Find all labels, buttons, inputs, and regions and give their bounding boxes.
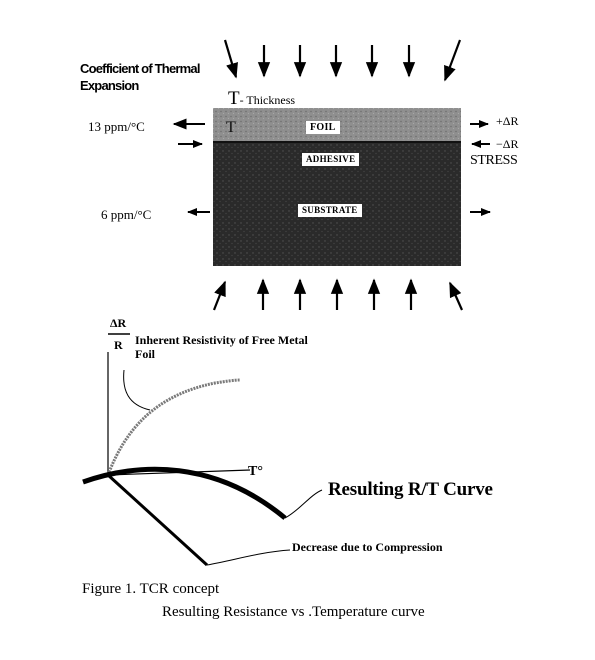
inherent-resistivity-curve (106, 378, 241, 476)
decrease-label-leader (206, 549, 291, 566)
thickness-symbol: T (228, 88, 240, 109)
resulting-label-leader (284, 489, 323, 519)
figure-caption-subtitle: Resulting Resistance vs .Temperature cur… (162, 604, 425, 620)
compression-line (106, 473, 209, 567)
substrate-layer-label: SUBSTRATE (298, 204, 362, 217)
thickness-text: - Thickness (239, 93, 296, 107)
plus-delta-r-label: +ΔR (496, 114, 519, 128)
figure-caption-title: Figure 1. TCR concept (82, 581, 220, 597)
arrow-bottom-7 (448, 281, 464, 311)
foil-thickness-symbol: T (226, 119, 236, 136)
foil-cte-value: 13 ppm/°C (88, 119, 145, 134)
x-axis-label-temperature: T° (248, 464, 263, 479)
y-axis-label-delta-r: ΔR (110, 316, 127, 330)
tcr-graph (82, 333, 323, 567)
side-stress-arrows (172, 118, 491, 216)
cte-label: Coefficient of Thermal Expansion (80, 61, 200, 93)
bottom-compression-arrows (212, 278, 464, 311)
minus-delta-r-label: −ΔR (496, 137, 519, 151)
compression-decrease-label: Decrease due to Compression (292, 540, 443, 554)
resulting-curve-label: Resulting R/T Curve (328, 479, 493, 500)
arrow-top-7 (443, 39, 462, 82)
adhesive-layer-label: ADHESIVE (302, 153, 360, 166)
stress-label: STRESS (470, 153, 518, 168)
thickness-label: T- Thickness (228, 89, 295, 108)
arrow-top-1 (223, 39, 238, 79)
substrate-cte-value: 6 ppm/°C (101, 207, 152, 222)
arrow-bottom-1 (212, 280, 227, 311)
inherent-label-leader (123, 369, 151, 411)
y-axis-label-r: R (114, 338, 123, 352)
inherent-resistivity-label: Inherent Resistivity of Free Metal Foil (135, 333, 308, 361)
resulting-curve (82, 466, 287, 520)
top-compression-arrows (223, 39, 462, 82)
foil-layer-label: FOIL (306, 121, 340, 134)
